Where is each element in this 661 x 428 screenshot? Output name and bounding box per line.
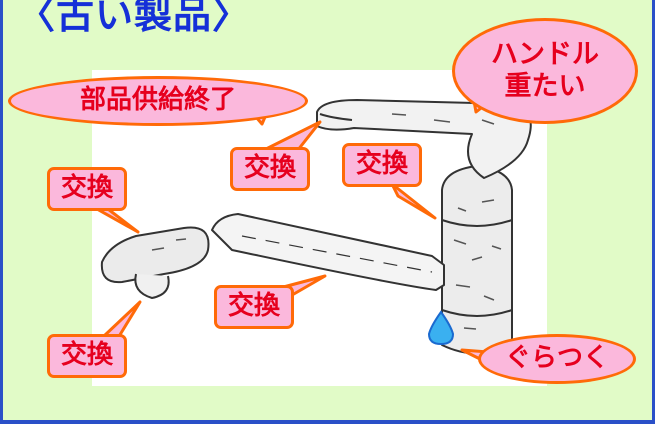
- callout-replace-aerator: 交換: [47, 334, 127, 378]
- callout-parts-end: 部品供給終了: [8, 76, 308, 126]
- water-drop-icon: [427, 310, 455, 346]
- callout-replace-pipe: 交換: [214, 285, 294, 329]
- leader-replace-aerator: [102, 300, 142, 340]
- callout-wobble: ぐらつく: [478, 334, 636, 384]
- callout-replace-lever: 交換: [230, 147, 310, 191]
- leader-replace-body: [390, 182, 437, 220]
- callout-handle-heavy: ハンドル 重たい: [452, 18, 638, 124]
- page-title: 〈古い製品〉: [17, 0, 252, 37]
- callout-replace-spout-tip: 交換: [47, 167, 127, 211]
- callout-replace-body: 交換: [342, 143, 422, 187]
